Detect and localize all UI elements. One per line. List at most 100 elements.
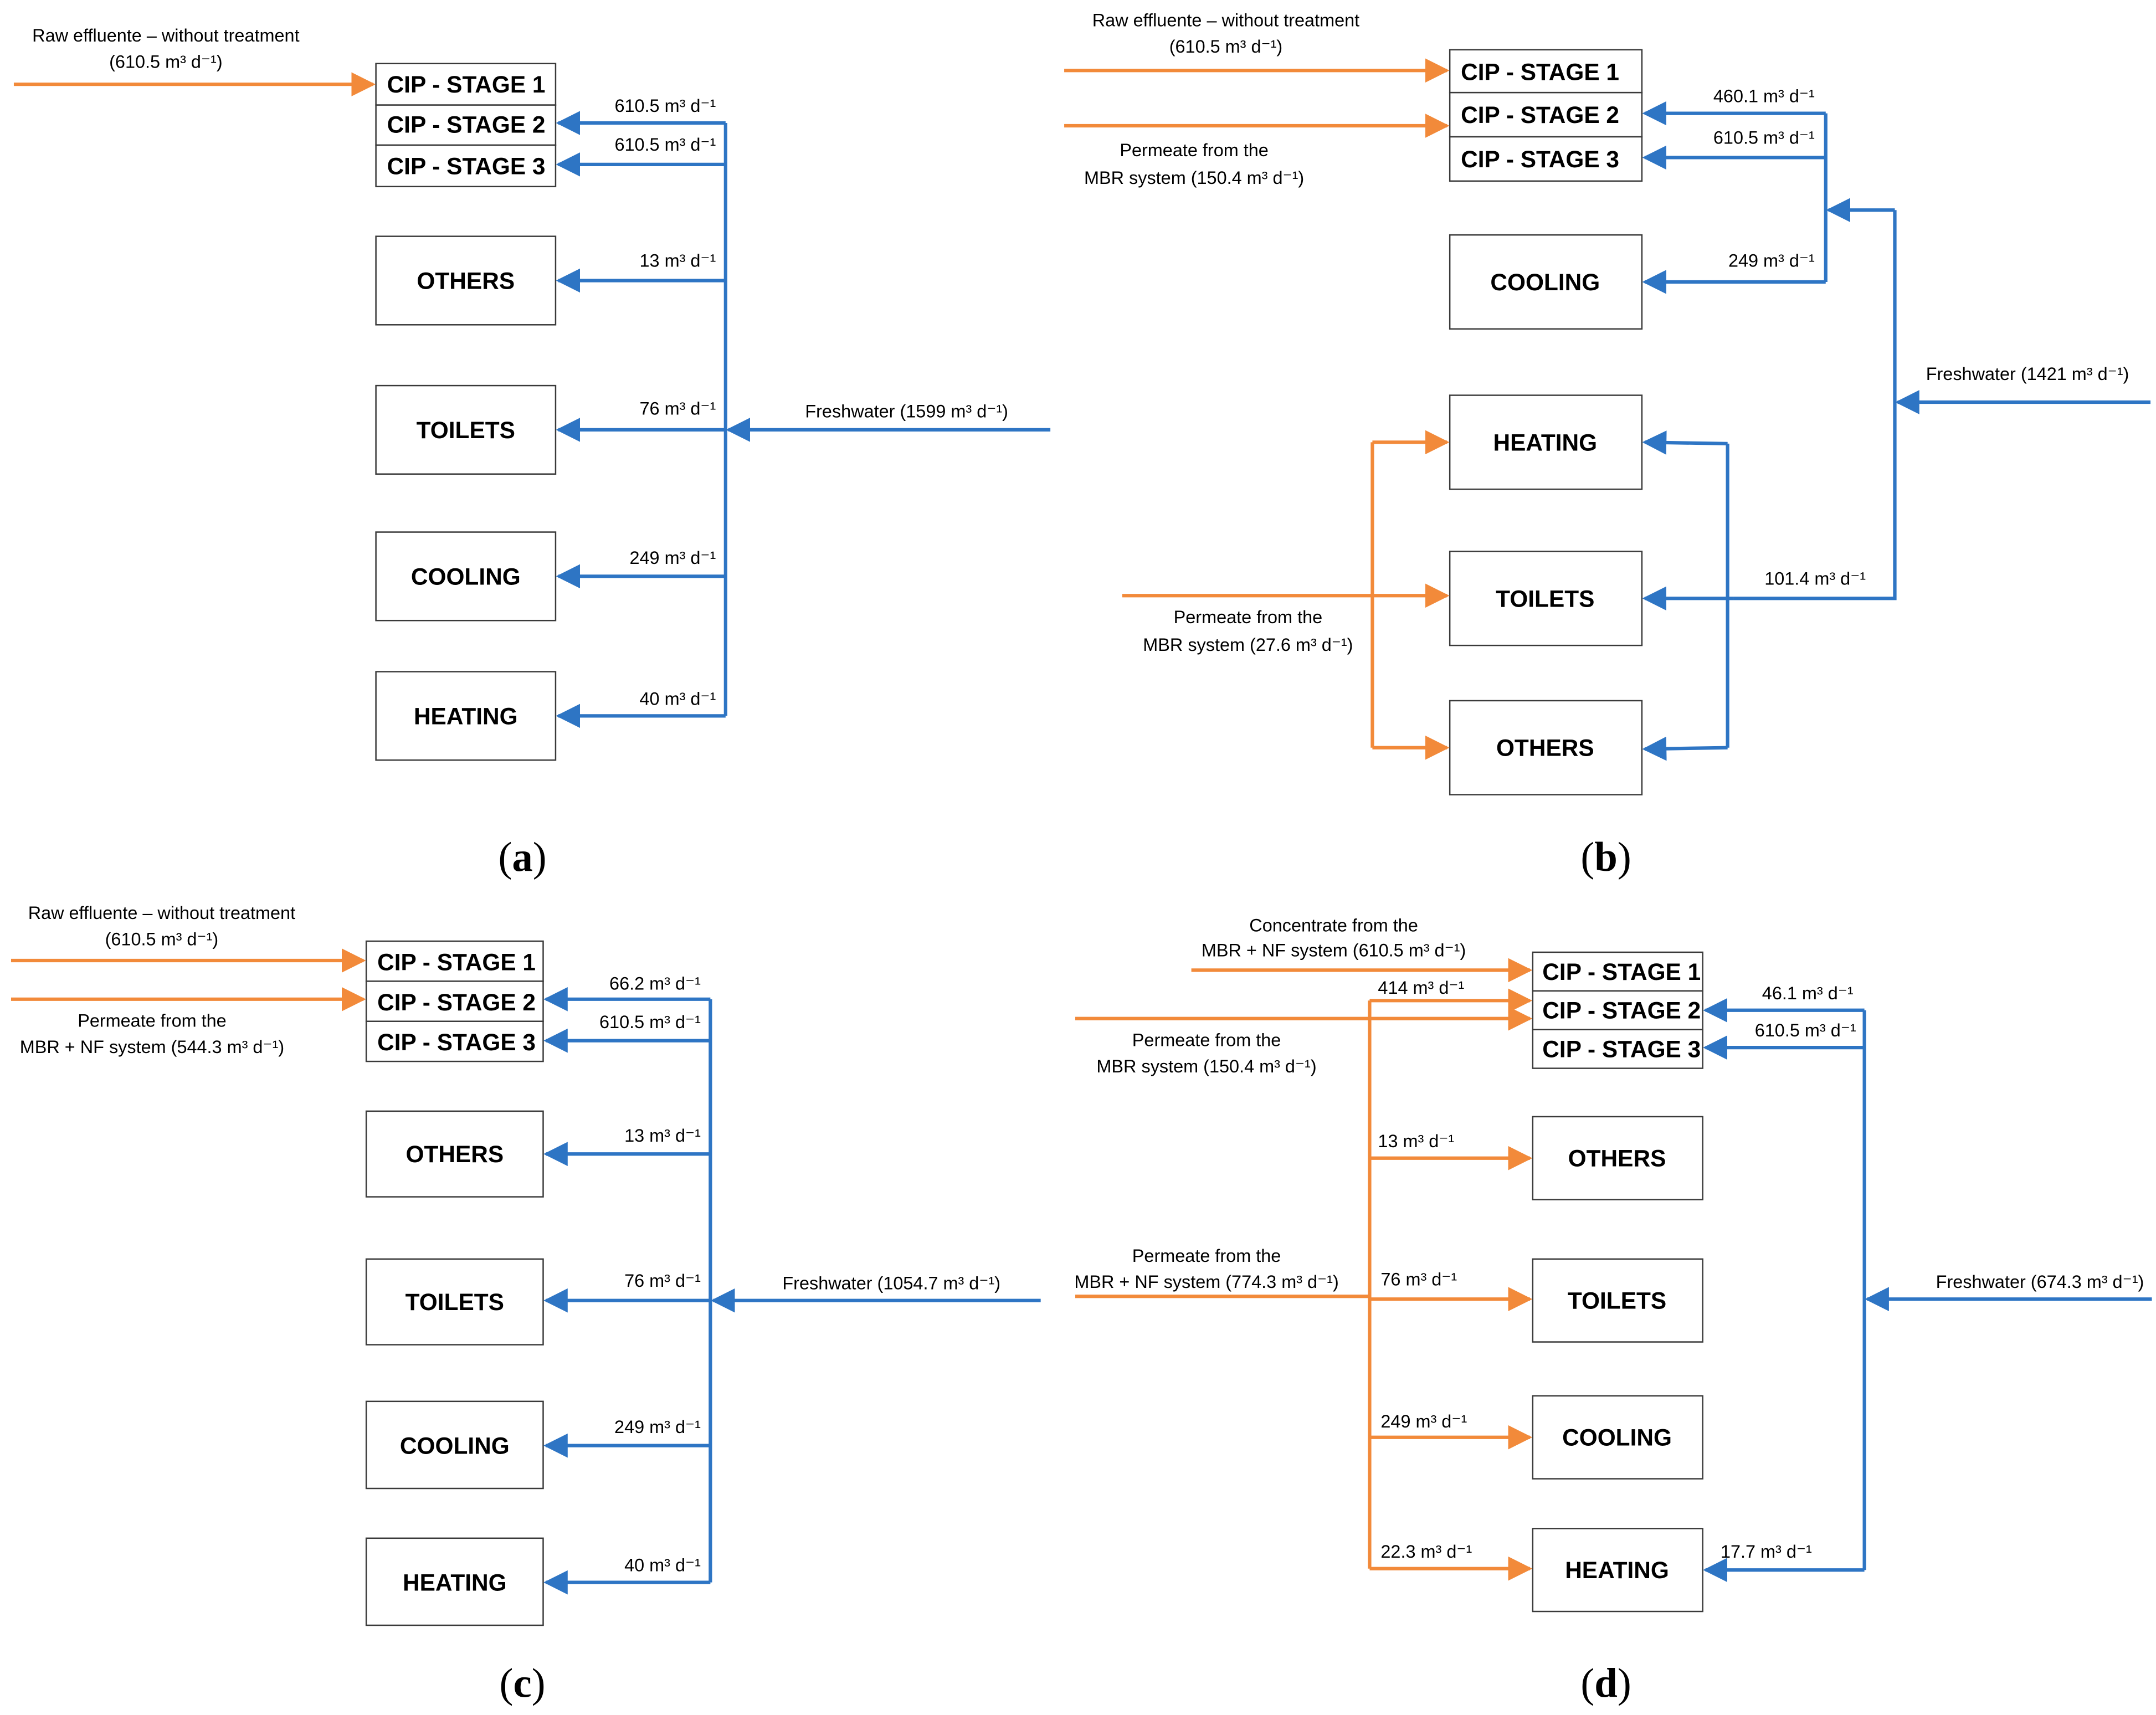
flow-label: 40 m³ d⁻¹ — [640, 689, 716, 708]
unit-label: CIP - STAGE 3 — [377, 1029, 536, 1055]
flow-label: 76 m³ d⁻¹ — [624, 1271, 701, 1291]
inflow-label: Raw effluente – without treatment — [28, 903, 295, 923]
inflow-label: Freshwater (1054.7 m³ d⁻¹) — [782, 1274, 1000, 1293]
unit-label: CIP - STAGE 1 — [1461, 59, 1619, 85]
cooling-box — [1532, 1395, 1703, 1480]
panel-label-b: (b) — [1580, 834, 1631, 880]
unit-label: CIP - STAGE 2 — [387, 112, 546, 138]
svg-text:(b): (b) — [1580, 834, 1631, 880]
cip-stage-3-box — [365, 1020, 544, 1062]
cip-stage-2-box — [1532, 990, 1703, 1030]
flow-label: 22.3 m³ d⁻¹ — [1380, 1542, 1472, 1562]
panel-label-c: (c) — [500, 1661, 546, 1707]
unit-label: OTHERS — [405, 1141, 504, 1167]
inflow-label: (610.5 m³ d⁻¹) — [105, 930, 218, 949]
inflow-label: Freshwater (674.3 m³ d⁻¹) — [1936, 1272, 2144, 1292]
cip-stage-3-box — [1449, 136, 1643, 182]
svg-text:(a): (a) — [498, 834, 546, 880]
cip-stage-1-box — [1449, 49, 1643, 94]
inflow-label: MBR system (27.6 m³ d⁻¹) — [1143, 635, 1353, 655]
others-box — [1449, 700, 1643, 795]
flow-label: 66.2 m³ d⁻¹ — [609, 973, 701, 993]
inflow-label: MBR + NF system (610.5 m³ d⁻¹) — [1202, 940, 1466, 960]
unit-label: CIP - STAGE 1 — [377, 949, 536, 975]
panel-d: CIP - STAGE 1 CIP - STAGE 2 CIP - STAGE … — [1074, 916, 2152, 1707]
cip-stage-2-box — [365, 980, 544, 1022]
flow-label: 610.5 m³ d⁻¹ — [1755, 1020, 1856, 1040]
heating-box — [1449, 394, 1643, 490]
others-box — [1532, 1116, 1703, 1200]
flow-label: 13 m³ d⁻¹ — [624, 1126, 701, 1146]
unit-label: HEATING — [414, 703, 518, 729]
panel-letter: d — [1594, 1661, 1618, 1707]
flow-label: 46.1 m³ d⁻¹ — [1762, 983, 1854, 1003]
cip-stage-1-box — [375, 63, 557, 106]
unit-label: HEATING — [1565, 1557, 1669, 1583]
flow-label: 40 m³ d⁻¹ — [624, 1555, 701, 1575]
inflow-label: Freshwater (1599 m³ d⁻¹) — [805, 401, 1008, 421]
flow-label: 17.7 m³ d⁻¹ — [1721, 1542, 1812, 1562]
unit-label: HEATING — [403, 1570, 507, 1596]
inflow-label: Permeate from the — [1120, 140, 1269, 160]
unit-label: TOILETS — [405, 1289, 504, 1315]
flow-label: 76 m³ d⁻¹ — [640, 398, 716, 418]
unit-label: CIP - STAGE 1 — [387, 71, 546, 97]
others-box — [365, 1110, 544, 1198]
unit-label: CIP - STAGE 2 — [1461, 102, 1619, 128]
toilets-box — [1532, 1258, 1703, 1343]
panel-label-d: (d) — [1580, 1661, 1631, 1707]
unit-label: OTHERS — [1496, 735, 1594, 761]
flow-label: 13 m³ d⁻¹ — [1378, 1131, 1454, 1151]
panel-letter: c — [513, 1661, 531, 1707]
panel-letter: b — [1594, 834, 1618, 880]
unit-label: TOILETS — [417, 417, 515, 443]
svg-text:(d): (d) — [1580, 1661, 1631, 1707]
flow-label: 249 m³ d⁻¹ — [629, 548, 716, 568]
heating-box — [375, 671, 557, 761]
cooling-box — [375, 531, 557, 622]
unit-label: COOLING — [411, 563, 521, 589]
flow-label: 101.4 m³ d⁻¹ — [1764, 568, 1866, 588]
unit-label: CIP - STAGE 3 — [387, 153, 546, 179]
panel-label-a: (a) — [498, 834, 546, 880]
inflow-label: Permeate from the — [1132, 1030, 1281, 1050]
flow-label: 249 m³ d⁻¹ — [1728, 251, 1815, 271]
unit-label: CIP - STAGE 1 — [1542, 959, 1701, 985]
cip-stage-1-box — [365, 940, 544, 982]
flow-label: 460.1 m³ d⁻¹ — [1713, 86, 1815, 106]
inflow-label: Permeate from the — [78, 1011, 227, 1031]
inflow-label: MBR system (150.4 m³ d⁻¹) — [1084, 168, 1304, 188]
cooling-box — [1449, 234, 1643, 330]
unit-label: CIP - STAGE 2 — [1542, 998, 1701, 1024]
freshwater-trunk — [1733, 210, 1897, 600]
toilets-box — [375, 384, 557, 475]
unit-label: TOILETS — [1568, 1288, 1666, 1314]
unit-label: OTHERS — [1568, 1146, 1666, 1172]
cip-stage-2-box — [375, 104, 557, 146]
inflow-label: Freshwater (1421 m³ d⁻¹) — [1926, 364, 2129, 384]
flow-label: 76 m³ d⁻¹ — [1380, 1269, 1457, 1289]
cip-stage-3-box — [375, 144, 557, 188]
branch-arrow — [1642, 430, 1728, 455]
unit-label: COOLING — [1490, 269, 1600, 295]
unit-label: COOLING — [1562, 1425, 1672, 1451]
panel-c: CIP - STAGE 1 CIP - STAGE 2 CIP - STAGE … — [11, 903, 1041, 1707]
flow-label: 610.5 m³ d⁻¹ — [614, 135, 716, 155]
inflow-label: MBR + NF system (544.3 m³ d⁻¹) — [20, 1037, 284, 1057]
flow-label: 249 m³ d⁻¹ — [614, 1417, 701, 1437]
unit-label: HEATING — [1493, 429, 1597, 455]
toilets-box — [1449, 551, 1643, 646]
unit-label: CIP - STAGE 2 — [377, 989, 536, 1015]
inflow-label: Permeate from the — [1174, 607, 1323, 627]
inflow-label: Raw effluente – without treatment — [32, 25, 299, 45]
flow-label: 610.5 m³ d⁻¹ — [599, 1012, 701, 1032]
inflow-label: Raw effluente – without treatment — [1092, 10, 1359, 30]
unit-label: COOLING — [400, 1433, 510, 1459]
unit-label: CIP - STAGE 3 — [1461, 146, 1619, 172]
heating-box — [365, 1537, 544, 1626]
heating-box — [1532, 1528, 1703, 1613]
cooling-box — [365, 1400, 544, 1490]
panel-b: CIP - STAGE 1 CIP - STAGE 2 CIP - STAGE … — [1064, 10, 2151, 880]
